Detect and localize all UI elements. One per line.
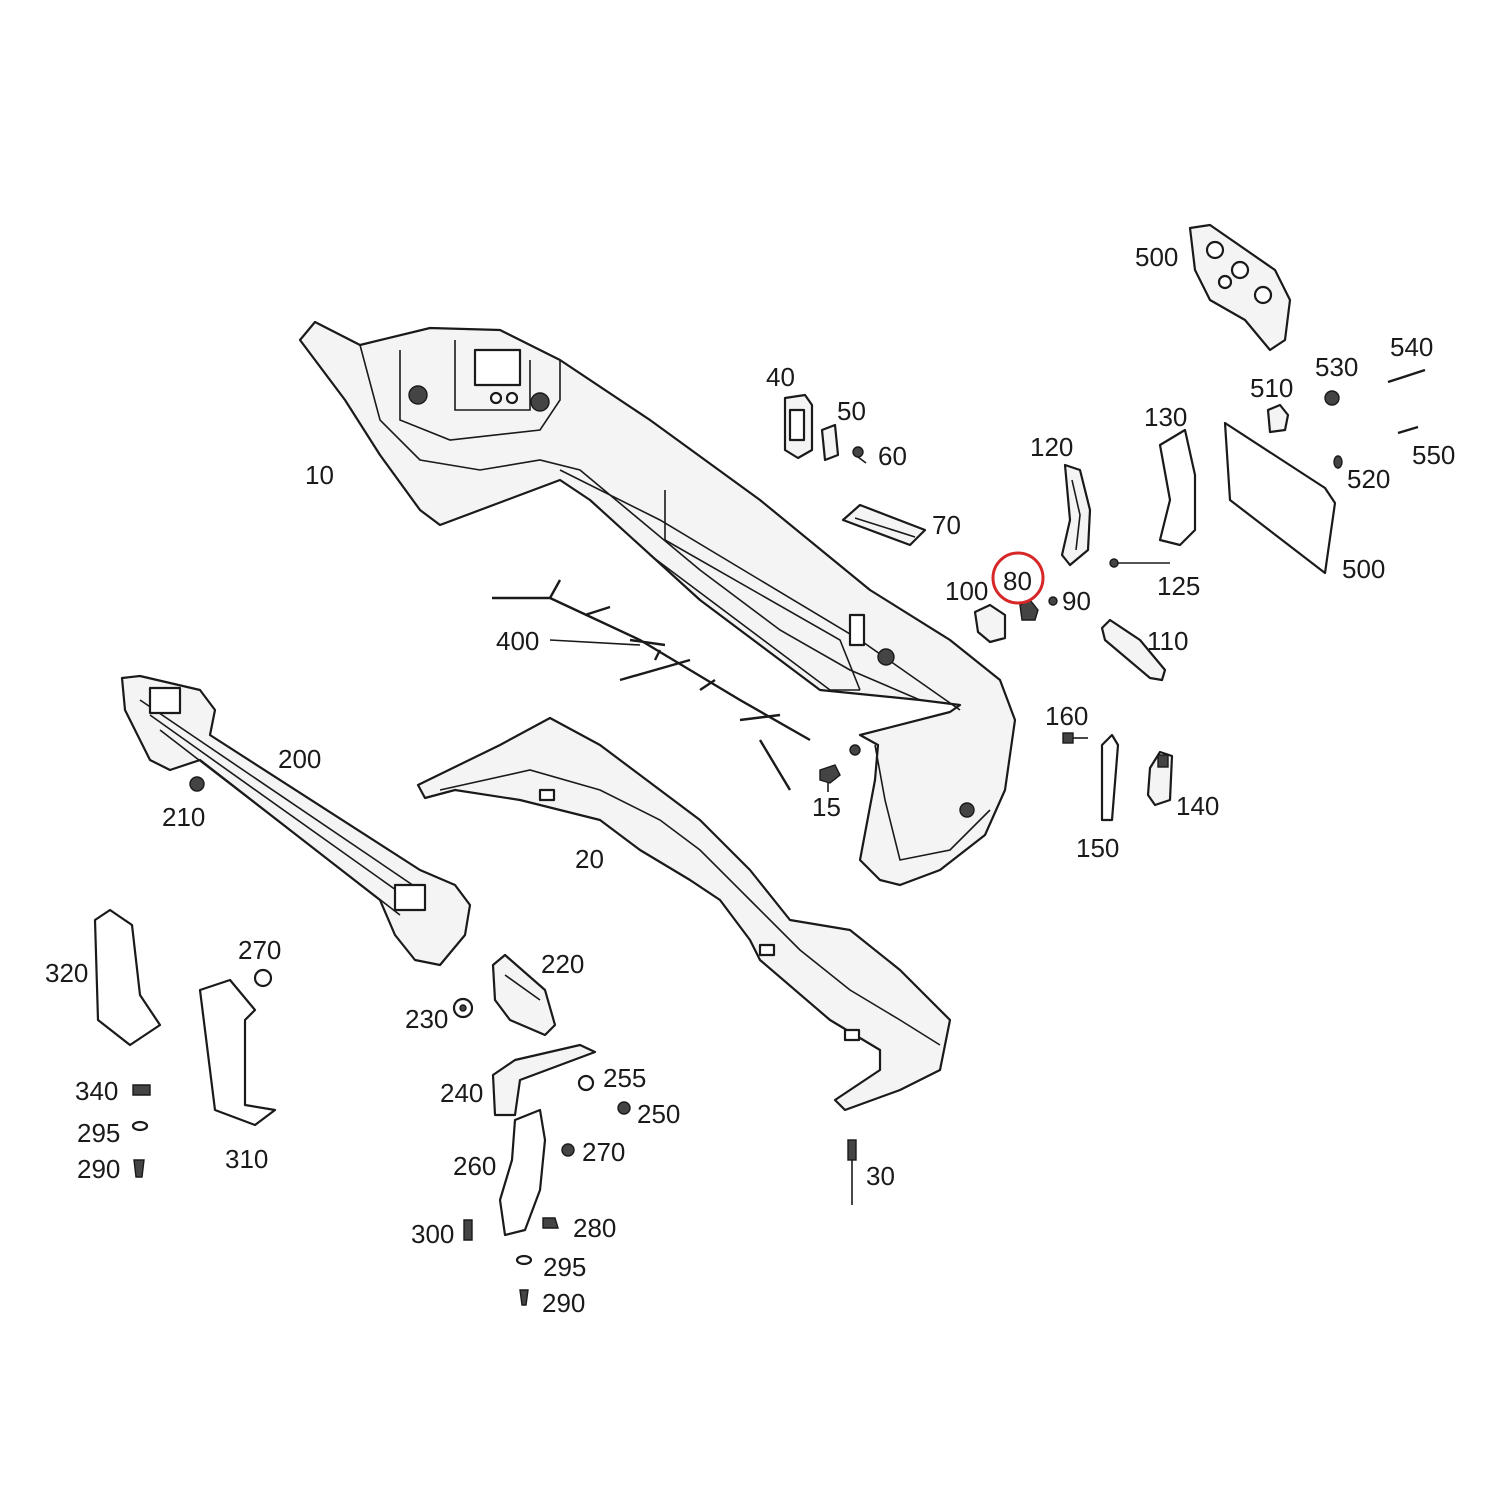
part-260-bracket[interactable] — [498, 1108, 547, 1237]
label-270-right: 270 — [582, 1137, 625, 1167]
part-540-bolt[interactable] — [1387, 368, 1426, 384]
part-20-lower-panel[interactable] — [416, 716, 952, 1112]
part-15-clip[interactable] — [819, 764, 841, 792]
part-100-sensor-holder[interactable] — [973, 603, 1007, 644]
label-10: 10 — [305, 460, 334, 490]
label-125: 125 — [1157, 571, 1200, 601]
label-120: 120 — [1030, 432, 1073, 462]
label-500-top: 500 — [1135, 242, 1178, 272]
part-220-bracket[interactable] — [491, 953, 557, 1037]
label-140: 140 — [1176, 791, 1219, 821]
part-290-screw[interactable] — [519, 1289, 529, 1306]
part-160-screw[interactable] — [1062, 732, 1088, 744]
part-240-mount[interactable] — [491, 1043, 597, 1117]
label-550: 550 — [1412, 440, 1455, 470]
part-230-nut[interactable] — [452, 997, 474, 1019]
part-290-screw-left[interactable] — [133, 1159, 145, 1178]
part-310-bracket[interactable] — [198, 978, 277, 1127]
label-500-bottom: 500 — [1342, 554, 1385, 584]
label-50: 50 — [837, 396, 866, 426]
part-400-wiring-harness[interactable] — [492, 579, 811, 791]
label-130: 130 — [1144, 402, 1187, 432]
part-210-nut[interactable] — [189, 776, 205, 792]
label-260: 260 — [453, 1151, 496, 1181]
label-220: 220 — [541, 949, 584, 979]
label-255: 255 — [603, 1063, 646, 1093]
part-40-bracket[interactable] — [783, 393, 814, 460]
part-60-screw[interactable] — [852, 446, 867, 464]
part-110-bracket[interactable] — [1100, 618, 1167, 682]
part-320-bracket[interactable] — [93, 908, 162, 1047]
label-200: 200 — [278, 744, 321, 774]
label-510: 510 — [1250, 373, 1293, 403]
label-295-right: 295 — [543, 1252, 586, 1282]
part-270-washer-left[interactable] — [253, 968, 273, 988]
label-270-left: 270 — [238, 935, 281, 965]
label-290-right: 290 — [542, 1288, 585, 1318]
part-340-clip[interactable] — [132, 1084, 151, 1096]
label-210: 210 — [162, 802, 205, 832]
label-230: 230 — [405, 1004, 448, 1034]
label-20: 20 — [575, 844, 604, 874]
label-30: 30 — [866, 1161, 895, 1191]
part-295-washer-left[interactable] — [131, 1120, 149, 1132]
label-80: 80 — [1003, 566, 1032, 596]
part-140-bracket[interactable] — [1146, 750, 1174, 807]
part-125-bolt[interactable] — [1109, 558, 1170, 568]
label-90: 90 — [1062, 586, 1091, 616]
part-280-clip[interactable] — [542, 1217, 559, 1229]
part-10-bumper-cover[interactable] — [298, 320, 1017, 887]
label-320: 320 — [45, 958, 88, 988]
label-240: 240 — [440, 1078, 483, 1108]
label-150: 150 — [1076, 833, 1119, 863]
part-300-clip[interactable] — [463, 1219, 473, 1241]
part-90-ring[interactable] — [1048, 596, 1058, 606]
part-120-reflector[interactable] — [1060, 463, 1092, 567]
part-510-bumper-stop[interactable] — [1266, 403, 1290, 434]
label-300: 300 — [411, 1219, 454, 1249]
label-280: 280 — [573, 1213, 616, 1243]
part-530-nut[interactable] — [1324, 390, 1340, 406]
part-295-washer[interactable] — [515, 1254, 533, 1266]
label-540: 540 — [1390, 332, 1433, 362]
part-200-support-bar[interactable] — [120, 674, 472, 967]
label-250: 250 — [637, 1099, 680, 1129]
part-70-plate[interactable] — [841, 503, 927, 547]
part-250-bolt[interactable] — [617, 1101, 631, 1115]
part-520-washer[interactable] — [1333, 455, 1343, 469]
label-290-left: 290 — [77, 1154, 120, 1184]
part-50-cap[interactable] — [820, 423, 840, 462]
label-340: 340 — [75, 1076, 118, 1106]
part-130-trim[interactable] — [1158, 428, 1197, 547]
label-530: 530 — [1315, 352, 1358, 382]
label-60: 60 — [878, 441, 907, 471]
label-310: 310 — [225, 1144, 268, 1174]
label-520: 520 — [1347, 464, 1390, 494]
label-15: 15 — [812, 792, 841, 822]
part-500-cover-top[interactable] — [1188, 223, 1292, 352]
highlight-circle — [991, 551, 1045, 605]
label-70: 70 — [932, 510, 961, 540]
part-500-license-plate[interactable] — [1223, 421, 1337, 575]
part-30-rod[interactable] — [847, 1139, 857, 1205]
label-110: 110 — [1147, 626, 1188, 656]
part-550-screw[interactable] — [1397, 425, 1419, 435]
label-295-left: 295 — [77, 1118, 120, 1148]
part-150-strip[interactable] — [1100, 733, 1120, 822]
label-40: 40 — [766, 362, 795, 392]
part-270-clip[interactable] — [561, 1143, 575, 1157]
label-400: 400 — [496, 626, 539, 656]
label-100: 100 — [945, 576, 988, 606]
part-255-washer[interactable] — [577, 1074, 595, 1092]
label-160: 160 — [1045, 701, 1088, 731]
